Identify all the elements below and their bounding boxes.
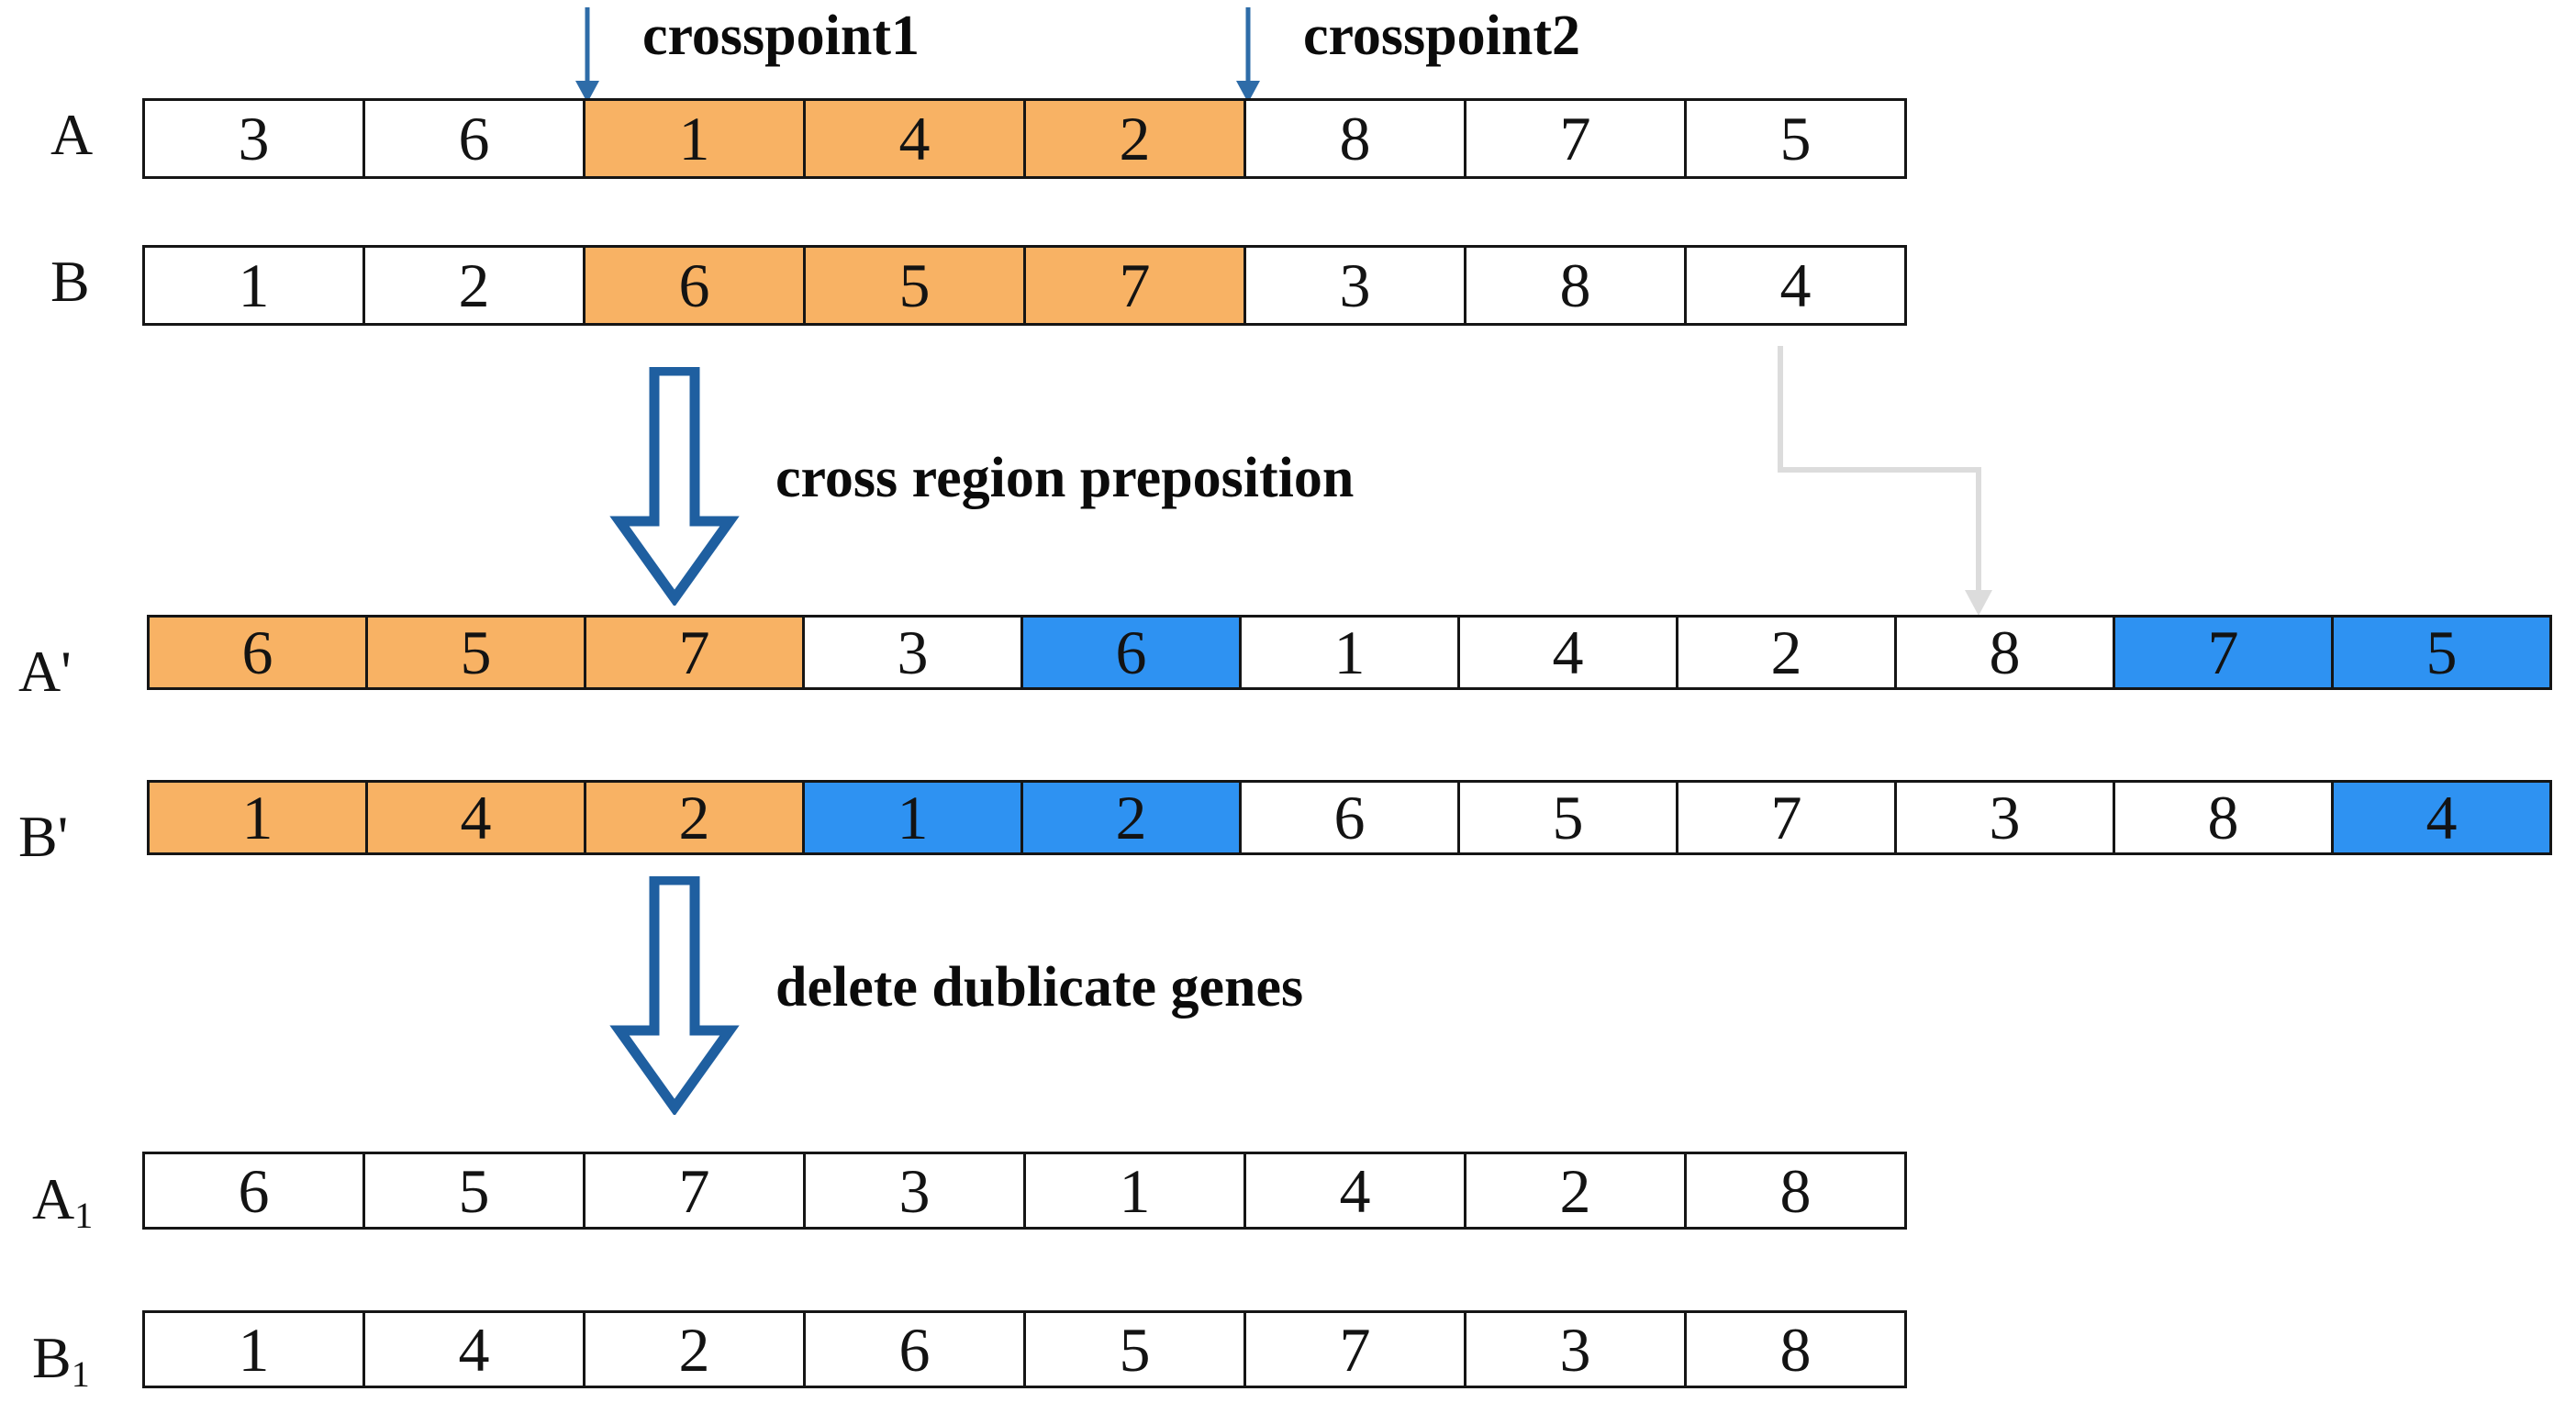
row-label-B-text: B [50,249,90,314]
gene-cell: 2 [1464,1152,1687,1230]
gene-cell: 5 [1684,98,1907,179]
gene-cell: 7 [1464,98,1687,179]
gene-cell: 8 [1243,98,1466,179]
row-label-B: B [50,252,90,311]
gene-cell: 8 [2113,780,2334,855]
gene-cell: 1 [147,780,368,855]
row-label-A-text: A [50,102,94,167]
gene-cell: 4 [1243,1152,1466,1230]
step1-caption: cross region preposition [775,447,1355,509]
gene-cell: 1 [802,780,1023,855]
gene-cell: 4 [1684,245,1907,326]
row-label-B1-sub: 1 [71,1353,90,1395]
gene-cell: 6 [142,1152,365,1230]
row-label-Aprime-text: A' [18,639,72,704]
gene-cell: 1 [583,98,806,179]
gene-cell: 8 [1684,1310,1907,1388]
gene-cell: 4 [803,98,1026,179]
row-label-Aprime: A' [18,642,72,701]
gene-cell: 7 [1243,1310,1466,1388]
row-label-A1-text: A [32,1166,75,1231]
gene-cell: 6 [362,98,585,179]
gene-cell: 7 [1676,780,1897,855]
gene-cell: 4 [2331,780,2552,855]
gene-cell: 4 [1457,615,1678,690]
gene-cell: 5 [803,245,1026,326]
gene-cell: 6 [583,245,806,326]
crosspoint1-arrow-icon [575,7,599,103]
gene-cell: 3 [803,1152,1026,1230]
gene-cell: 7 [1023,245,1246,326]
delete-duplicate-genes-arrow-icon [609,876,740,1115]
gene-cell: 6 [1020,615,1242,690]
gene-cell: 5 [1457,780,1678,855]
gene-cell: 5 [365,615,586,690]
gene-cell: 1 [1239,615,1460,690]
gene-cell: 8 [1894,615,2115,690]
gene-cell: 5 [362,1152,585,1230]
gene-cell: 6 [1239,780,1460,855]
crosspoint2-arrow-icon [1236,7,1260,103]
row-label-A: A [50,106,93,164]
gene-cell: 7 [584,615,805,690]
gene-cell: 4 [365,780,586,855]
gene-cell: 8 [1464,245,1687,326]
cross-region-preposition-arrow-icon [609,367,740,606]
gene-cell: 3 [142,98,365,179]
gene-cell: 6 [803,1310,1026,1388]
gene-cell: 3 [802,615,1023,690]
gene-cell: 2 [583,1310,806,1388]
gene-cell: 2 [1023,98,1246,179]
crosspoint1-label: crosspoint1 [642,5,920,67]
gene-cell: 2 [584,780,805,855]
gene-cell: 5 [1023,1310,1246,1388]
gene-cell: 2 [1020,780,1242,855]
gene-cell: 3 [1243,245,1466,326]
row-label-B1: B1 [32,1329,90,1393]
gene-cell: 2 [362,245,585,326]
gene-cell: 3 [1894,780,2115,855]
gene-cell: 1 [142,1310,365,1388]
row-label-Bprime: B' [18,807,68,866]
row-label-B1-text: B [32,1325,72,1390]
gene-cell: 3 [1464,1310,1687,1388]
crosspoint2-label: crosspoint2 [1303,5,1581,67]
row-label-A1: A1 [32,1170,93,1234]
gene-cell: 6 [147,615,368,690]
row-label-A1-sub: 1 [74,1195,94,1236]
row-label-Bprime-text: B' [18,804,69,869]
gene-cell: 1 [1023,1152,1246,1230]
gene-cell: 8 [1684,1152,1907,1230]
step2-caption: delete dublicate genes [775,956,1304,1019]
gene-cell: 1 [142,245,365,326]
gene-cell: 7 [583,1152,806,1230]
gene-move-connector-icon [1778,346,1992,616]
gene-cell: 5 [2331,615,2552,690]
gene-cell: 4 [362,1310,585,1388]
gene-cell: 2 [1676,615,1897,690]
gene-cell: 7 [2113,615,2334,690]
